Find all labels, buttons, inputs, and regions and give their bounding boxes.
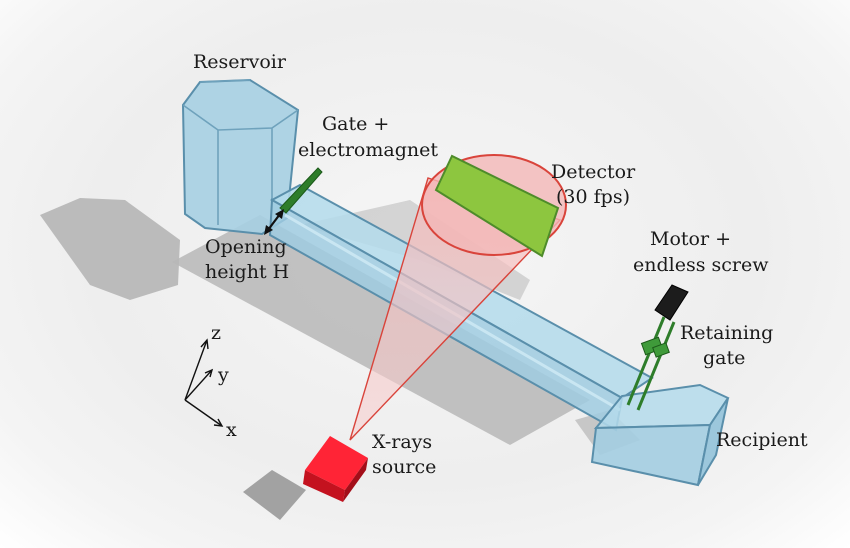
motor-label-line2: endless screw	[633, 254, 769, 276]
detector-plate	[434, 154, 560, 258]
retaining-gate	[626, 316, 676, 411]
gate-label-line2: electromagnet	[298, 139, 438, 161]
opening-label-line2: height H	[205, 261, 289, 283]
gate-electromagnet	[279, 167, 323, 214]
detector-label-line1: Detector	[551, 161, 636, 183]
axis-z-arrowhead-icon	[200, 338, 209, 350]
source-front	[303, 470, 345, 502]
retaining-label-line2: gate	[703, 347, 745, 369]
axis-y-line	[184, 369, 213, 401]
xray-source	[303, 436, 368, 502]
opening-height-arrow-icon	[264, 209, 284, 235]
motor-icon	[654, 284, 689, 321]
detector-label-line2: (30 fps)	[556, 186, 630, 208]
axis-x-label: x	[226, 419, 237, 441]
axis-z-label: z	[211, 322, 221, 344]
axis-y-label: y	[217, 364, 229, 386]
recipient-label: Recipient	[716, 429, 808, 451]
source-shadow	[243, 470, 306, 520]
recipient-right	[697, 397, 729, 486]
recipient-front	[590, 423, 712, 487]
axis-y-arrowhead-icon	[204, 368, 214, 378]
source-right	[343, 458, 368, 502]
xray-label-line1: X-rays	[372, 431, 432, 453]
opening-label-line1: Opening	[205, 236, 287, 258]
axis-x-line	[184, 399, 223, 427]
gate-label-line1: Gate +	[322, 113, 389, 135]
reservoir-label: Reservoir	[193, 51, 287, 73]
axis-x-arrowhead-icon	[213, 418, 224, 427]
axis-z-line	[184, 339, 208, 401]
reservoir-inner-edges	[182, 79, 299, 230]
source-top	[305, 436, 368, 490]
axes-triad	[184, 338, 224, 427]
xray-label-line2: source	[372, 456, 436, 478]
recipient-box	[590, 383, 730, 487]
channel-shadow	[172, 215, 590, 445]
reservoir-shadow	[40, 198, 180, 300]
motor-label-line1: Motor +	[650, 228, 731, 250]
retaining-label-line1: Retaining	[680, 322, 773, 344]
